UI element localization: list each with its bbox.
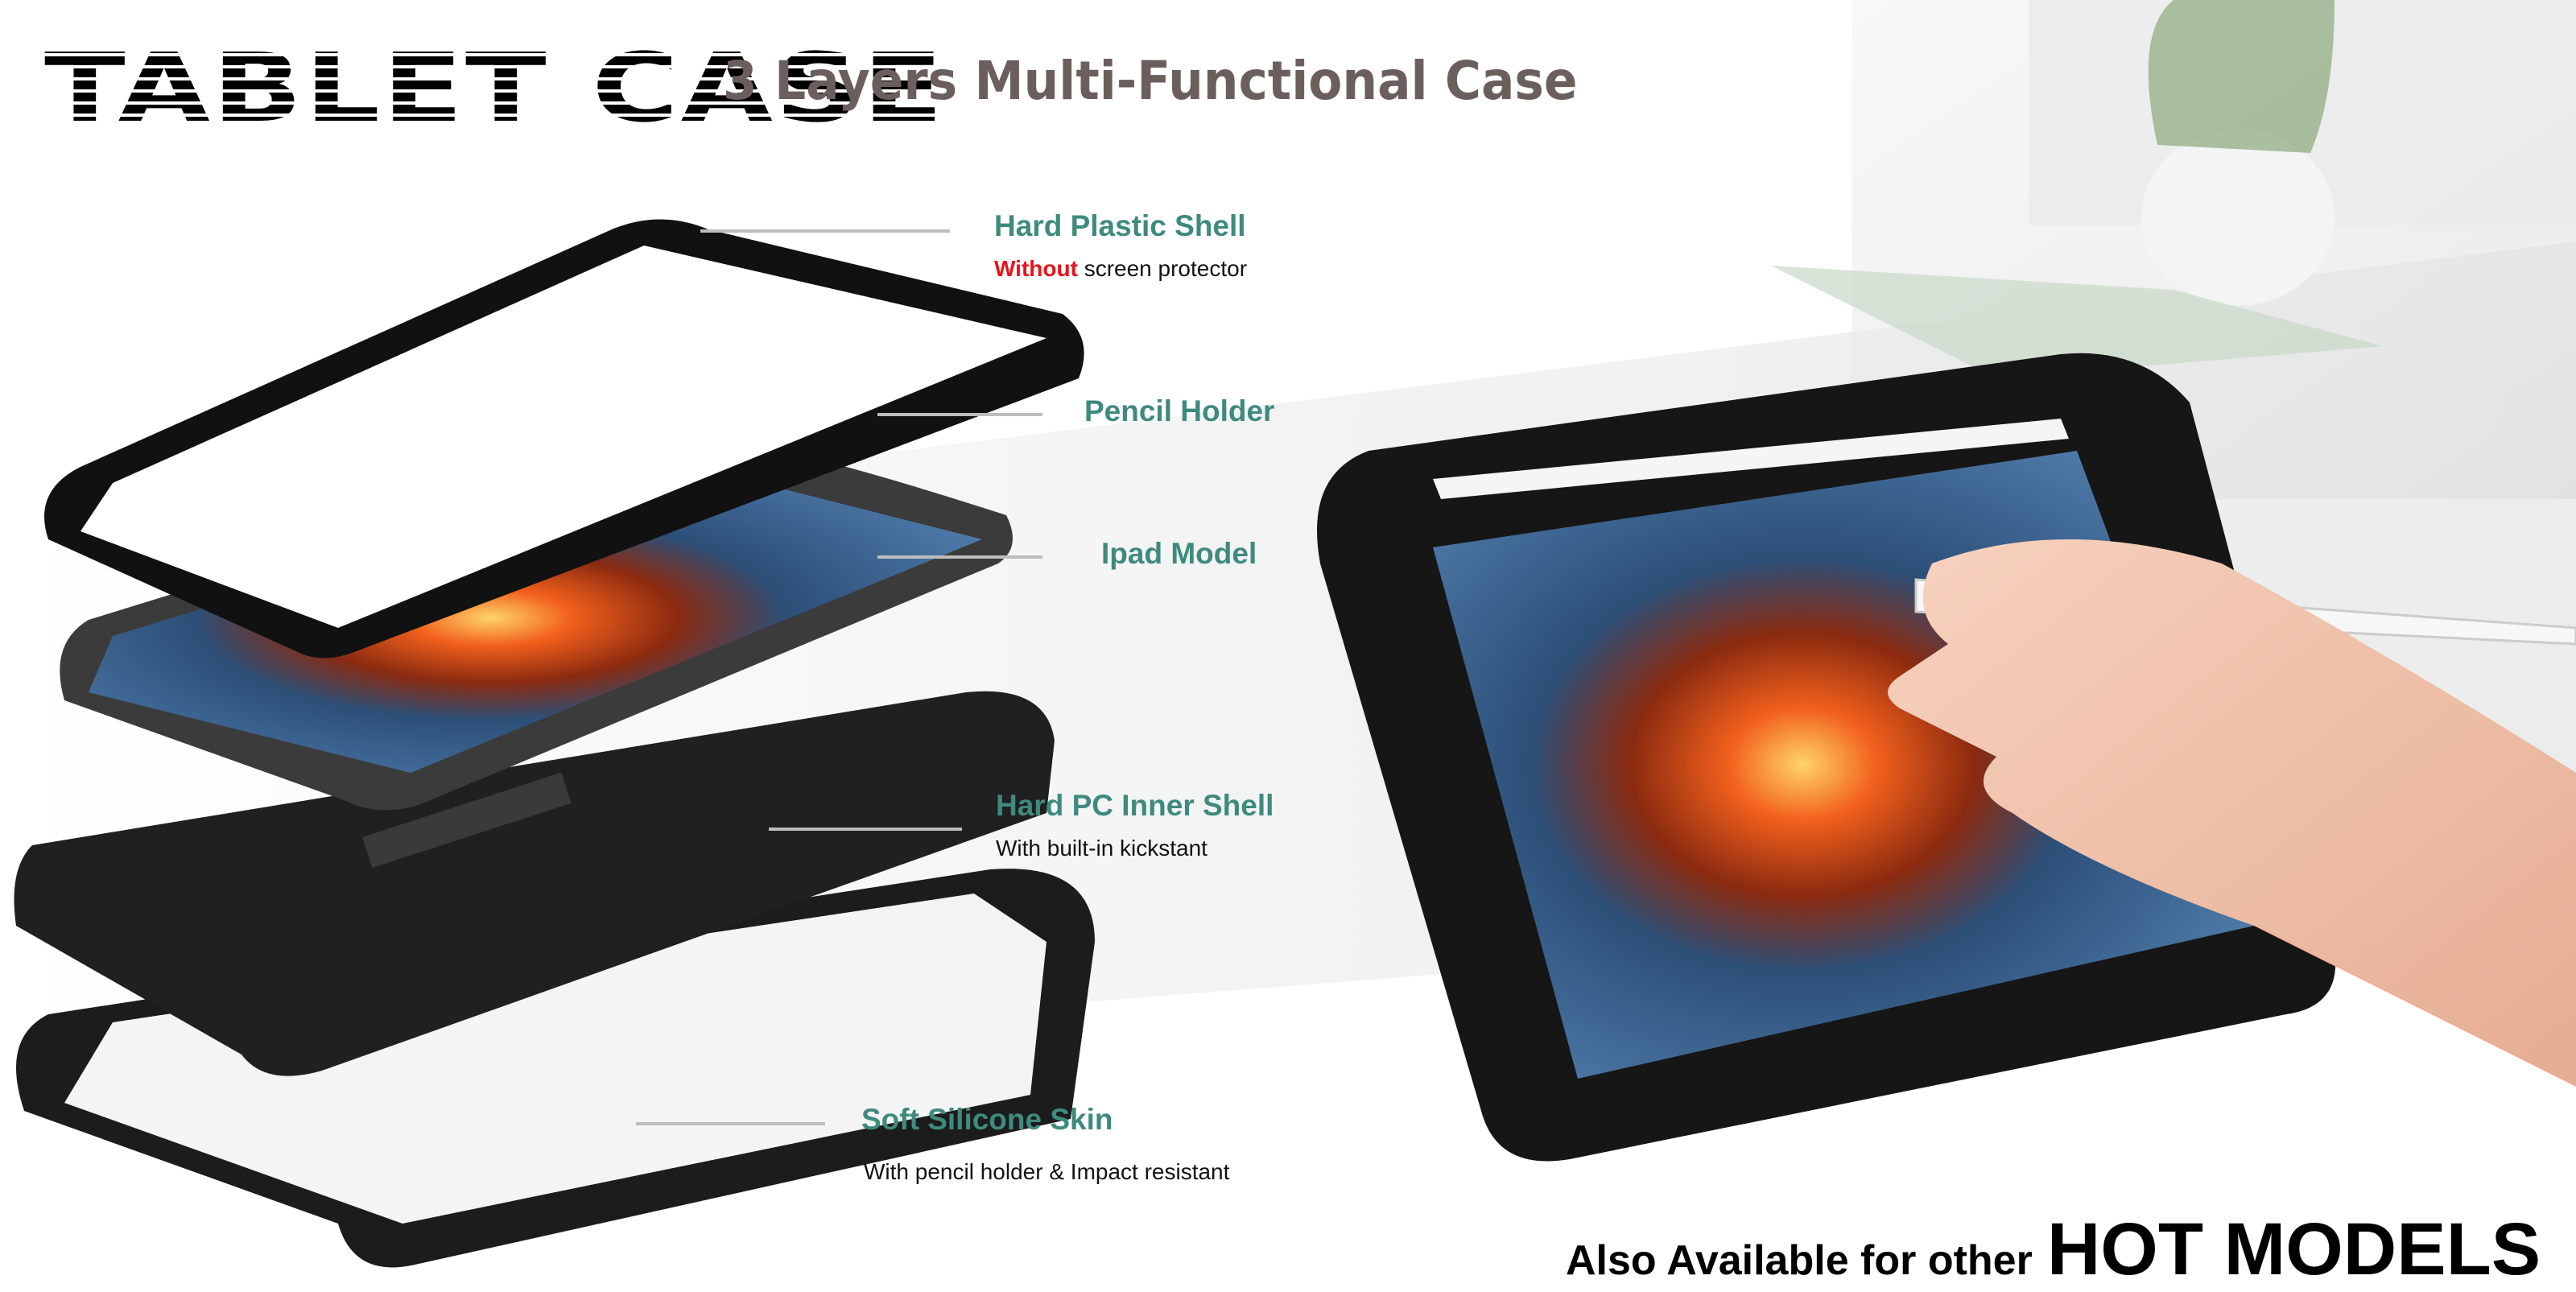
footer-lead: Also Available for other [1566,1237,2033,1284]
ipad-model [60,437,1013,811]
pencil-in-holder [1433,419,2069,499]
feature-pencil-holder: Pencil Holder [1084,394,1275,427]
books [1771,266,2383,378]
callout-line-soft-silicone-skin [636,1122,825,1125]
highlight-without: Without [994,256,1078,281]
feature-soft-silicone-skin: Soft Silicone Skin [861,1103,1113,1136]
plant-pot [2141,129,2334,306]
page-title: TABLET CASE [44,32,946,143]
soft-silicone-skin [16,869,1095,1268]
callout-line-ipad-model [877,555,1042,559]
feature-note-soft-silicone-skin: With pencil holder & Impact resistant [864,1159,1230,1184]
footer-emphasis: HOT MODELS [2046,1208,2541,1290]
feature-note-hard-pc-inner-shell: With built-in kickstant [996,836,1208,861]
footer-banner: Also Available for other HOT MODELS [1566,1207,2541,1292]
feature-note-hard-plastic-shell: Without screen protector [994,256,1247,282]
hard-plastic-shell [44,219,1084,658]
callout-line-pencil-holder [877,413,1042,416]
feature-hard-plastic-shell: Hard Plastic Shell [994,209,1246,242]
callout-line-hard-pc-inner-shell [769,828,962,831]
feature-ipad-model: Ipad Model [1101,537,1257,570]
plant-leaves [2148,0,2334,153]
callout-line-hard-plastic-shell [700,229,950,233]
hard-pc-inner-shell [14,691,1055,1076]
page-subtitle: 3 Layers Multi-Functional Case [723,50,1578,112]
feature-hard-pc-inner-shell: Hard PC Inner Shell [996,789,1274,822]
note-rest: screen protector [1077,256,1248,281]
hand-with-stylus [1888,539,2576,1087]
